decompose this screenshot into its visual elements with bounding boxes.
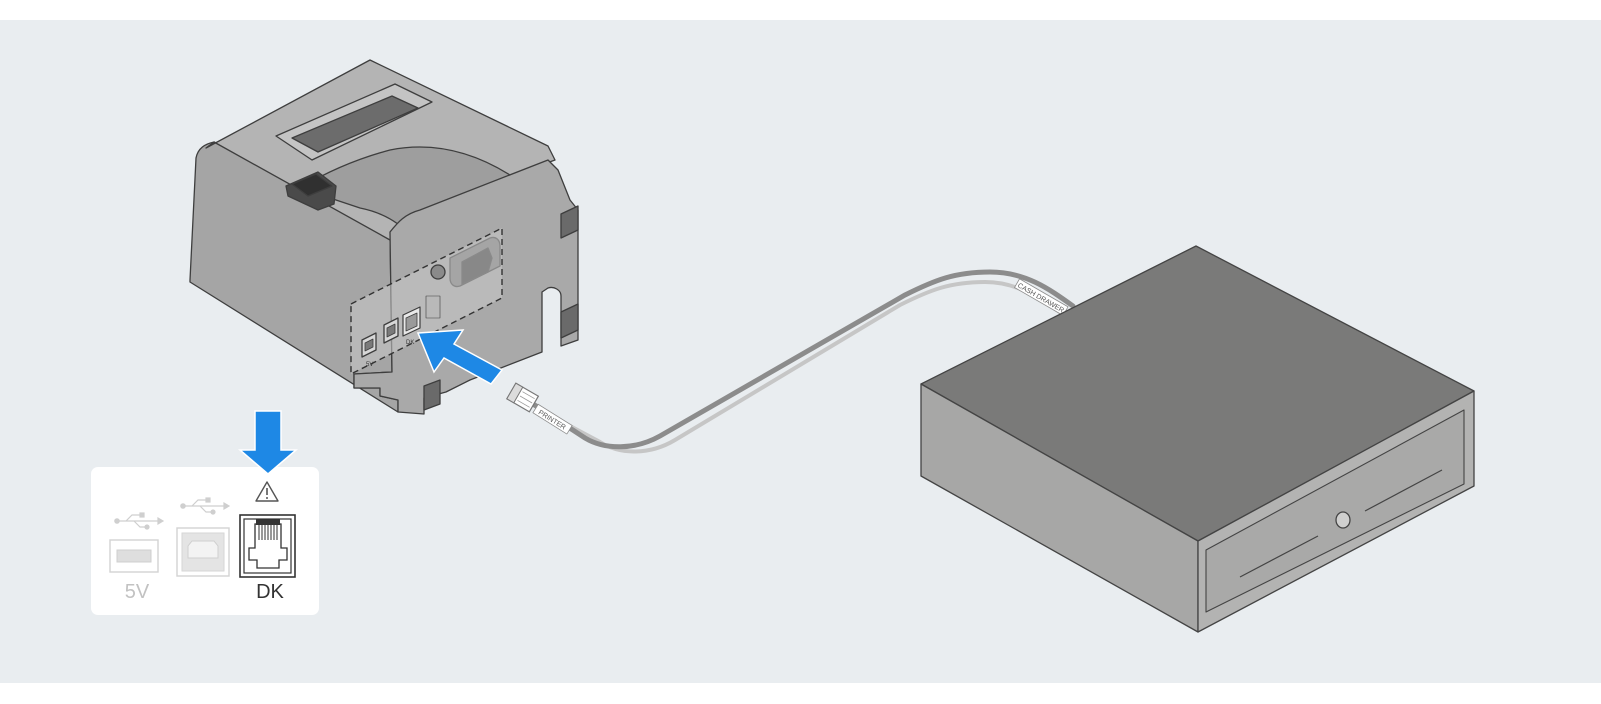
warning-triangle-icon (255, 481, 279, 502)
printer-screw (430, 264, 446, 280)
port-callout: 5V (91, 410, 319, 615)
usb-icon (180, 497, 231, 515)
port-5v-label: 5V (125, 581, 150, 603)
cash-drawer (920, 245, 1475, 633)
receipt-printer: 5V DK (189, 59, 579, 415)
printer-port-dk-label: DK (406, 340, 414, 346)
rj-connector (506, 382, 540, 413)
insert-arrow-icon (416, 329, 504, 385)
dk-port: DK (239, 481, 296, 603)
cable-label-printer: PRINTER (532, 403, 573, 435)
arrow-down-icon (237, 410, 299, 475)
usb-a-port: 5V (109, 512, 165, 603)
usb-b-port (176, 497, 231, 577)
usb-icon (114, 512, 165, 530)
port-dk-label: DK (256, 581, 284, 603)
printer-port-usb-a (361, 332, 377, 358)
cash-drawer-lock (1335, 511, 1351, 529)
printer-blank-port (425, 295, 441, 319)
printer-port-usb-b (383, 317, 399, 344)
printer-port-dk (402, 306, 421, 337)
printer-port-5v-label: 5V (366, 362, 373, 368)
